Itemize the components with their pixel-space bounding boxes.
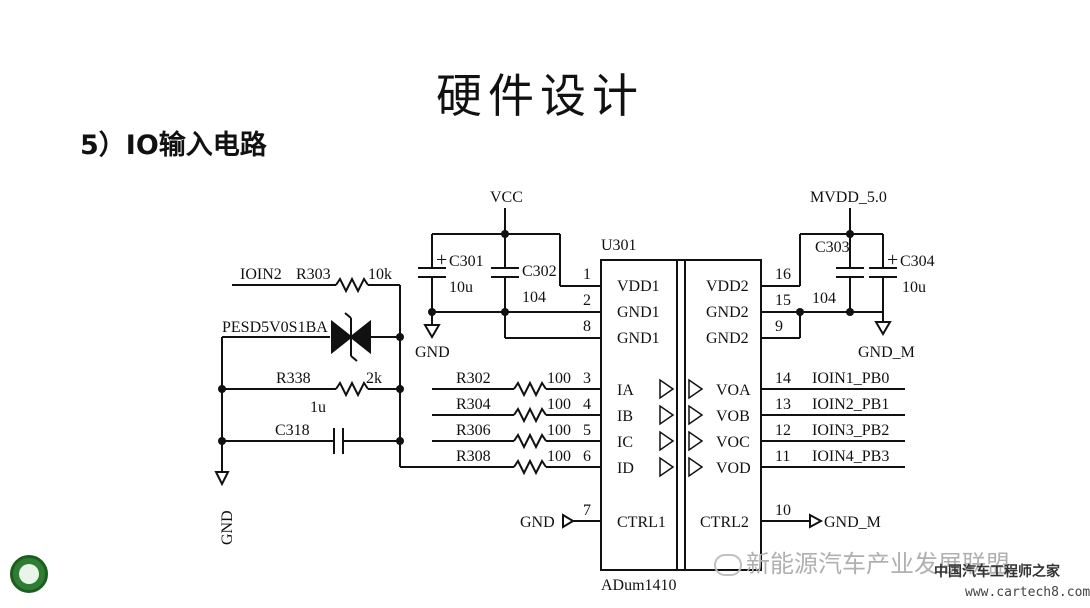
- pin-name-gnd1-a: GND1: [617, 304, 660, 321]
- r302-value: 100: [547, 370, 571, 387]
- pin-name-vdd1: VDD1: [617, 278, 660, 295]
- pin-name-gnd2-b: GND2: [706, 330, 749, 347]
- wechat-source-text: 新能源汽车产业发展联盟: [746, 550, 1010, 578]
- pin-name-vod: VOD: [716, 460, 751, 477]
- c301-ref: C301: [449, 253, 484, 270]
- pin-num-12: 12: [775, 422, 791, 439]
- r306-value: 100: [547, 422, 571, 439]
- r308-ref: R308: [456, 448, 491, 465]
- org-logo: [10, 555, 48, 593]
- net-vcc: VCC: [490, 189, 523, 206]
- net-gnd-ctrl: GND: [520, 514, 555, 531]
- pin-num-9: 9: [775, 318, 783, 335]
- pin-num-14: 14: [775, 370, 791, 387]
- pin-num-8: 8: [583, 318, 591, 335]
- pin-num-2: 2: [583, 292, 591, 309]
- section-subtitle: 5）IO输入电路: [80, 130, 267, 161]
- c301-plus: +: [436, 249, 447, 271]
- output-lines: [761, 388, 905, 468]
- r302-ref: R302: [456, 370, 491, 387]
- c318-value: 1u: [310, 399, 326, 416]
- pin-name-ia: IA: [617, 382, 634, 399]
- tvs-part: PESD5V0S1BA: [222, 319, 328, 336]
- pin-num-1: 1: [583, 266, 591, 283]
- r304-value: 100: [547, 396, 571, 413]
- pin-num-10: 10: [775, 502, 791, 519]
- r303-value: 10k: [368, 266, 392, 283]
- pin-num-3: 3: [583, 370, 591, 387]
- c318-ref: C318: [275, 422, 310, 439]
- net-ioin1-pb0: IOIN1_PB0: [812, 370, 889, 387]
- net-gnd-m-top: GND_M: [858, 344, 915, 361]
- pin-name-ib: IB: [617, 408, 633, 425]
- wechat-icon: [714, 554, 742, 576]
- pin-num-13: 13: [775, 396, 791, 413]
- watermark-url: www.cartech8.com: [965, 585, 1090, 600]
- input-protection: [214, 276, 401, 487]
- logo-center: [19, 564, 39, 584]
- pin-name-vob: VOB: [716, 408, 750, 425]
- watermark-cn: 中国汽车工程师之家: [934, 564, 1060, 580]
- c302-ref: C302: [522, 263, 557, 280]
- pin-name-gnd1-b: GND1: [617, 330, 660, 347]
- pin-num-16: 16: [775, 266, 791, 283]
- pin-num-15: 15: [775, 292, 791, 309]
- net-gnd-vertical: GND: [219, 510, 236, 545]
- net-ioin2: IOIN2: [240, 266, 282, 283]
- c304-ref: C304: [900, 253, 935, 270]
- junction-dots: [218, 230, 854, 445]
- c303-value: 104: [812, 290, 836, 307]
- ctrl-lines: [562, 513, 824, 529]
- c304-value: 10u: [902, 279, 926, 296]
- vdd2-decoupling: [761, 208, 897, 339]
- r304-ref: R304: [456, 396, 491, 413]
- net-gnd-left: GND: [415, 344, 450, 361]
- r308-value: 100: [547, 448, 571, 465]
- pin-num-11: 11: [775, 448, 790, 465]
- net-ioin4-pb3: IOIN4_PB3: [812, 448, 889, 465]
- pin-num-6: 6: [583, 448, 591, 465]
- pin-name-ic: IC: [617, 434, 633, 451]
- net-ioin3-pb2: IOIN3_PB2: [812, 422, 889, 439]
- c302-value: 104: [522, 289, 546, 306]
- net-ioin2-pb1: IOIN2_PB1: [812, 396, 889, 413]
- c303-ref: C303: [815, 239, 850, 256]
- chip-ref: U301: [601, 237, 637, 254]
- pin-name-vdd2: VDD2: [706, 278, 749, 295]
- pin-num-7: 7: [583, 502, 591, 519]
- wechat-source: 新能源汽车产业发展联盟: [714, 544, 1010, 579]
- pin-name-ctrl1: CTRL1: [617, 514, 666, 531]
- r338-ref: R338: [276, 370, 311, 387]
- input-resistors: [400, 380, 601, 476]
- c304-plus: +: [887, 249, 898, 271]
- vdd1-decoupling: [418, 208, 601, 339]
- slide-title: 硬件设计: [436, 69, 644, 123]
- r338-value: 2k: [366, 370, 382, 387]
- chip-part: ADum1410: [601, 577, 677, 594]
- pin-name-voc: VOC: [716, 434, 750, 451]
- pin-num-4: 4: [583, 396, 591, 413]
- pin-name-ctrl2: CTRL2: [700, 514, 749, 531]
- pin-name-id: ID: [617, 460, 634, 477]
- net-mvdd: MVDD_5.0: [810, 189, 887, 206]
- channel-buffers: [659, 378, 704, 478]
- r306-ref: R306: [456, 422, 491, 439]
- pin-num-5: 5: [583, 422, 591, 439]
- net-gnd-m-ctrl: GND_M: [824, 514, 881, 531]
- r303-ref: R303: [296, 266, 331, 283]
- c301-value: 10u: [449, 279, 473, 296]
- pin-name-voa: VOA: [716, 382, 751, 399]
- pin-name-gnd2-a: GND2: [706, 304, 749, 321]
